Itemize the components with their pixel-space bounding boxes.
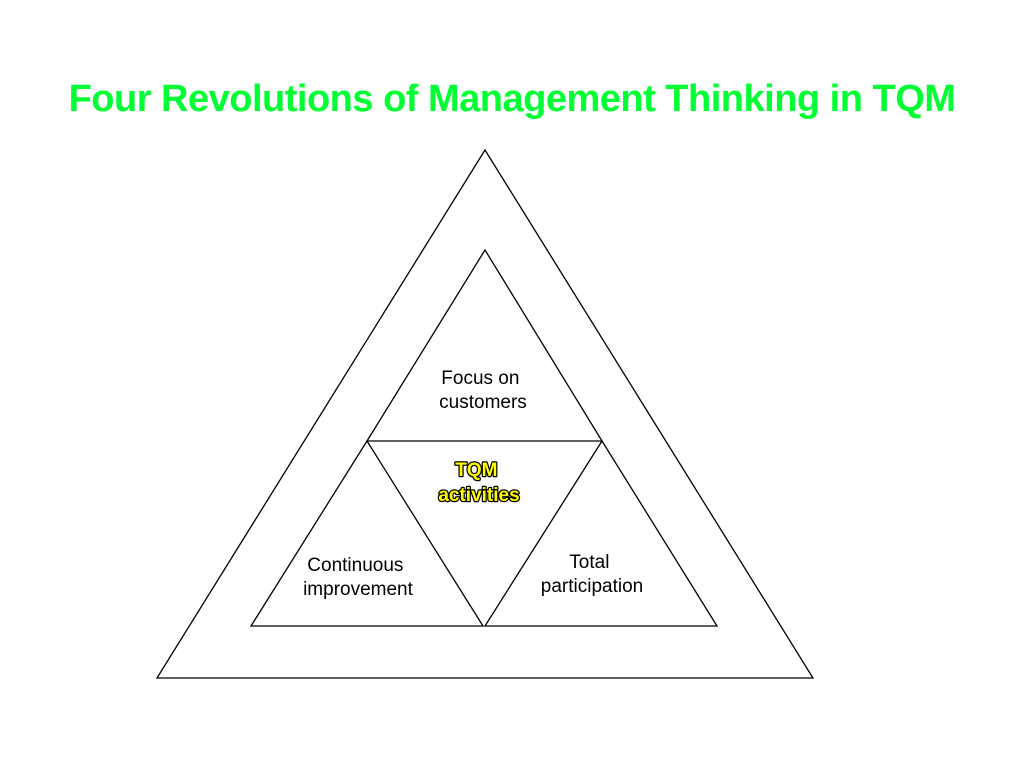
center-label: TQM activities	[438, 460, 519, 506]
left-triangle	[249, 439, 485, 627]
top-label: Focus on customers	[439, 368, 527, 413]
right-label: Total participation	[541, 552, 643, 597]
top-label-line1: Focus on	[441, 368, 519, 389]
right-triangle	[483, 439, 719, 627]
top-triangle	[365, 248, 604, 442]
outer-triangle	[155, 148, 815, 679]
right-label-line2: participation	[541, 576, 643, 597]
center-label-line2: activities	[438, 485, 519, 506]
slide-title: Four Revolutions of Management Thinking …	[68, 78, 956, 120]
center-label-line1: TQM	[455, 460, 497, 481]
left-label-line1: Continuous	[307, 555, 403, 576]
top-label-line2: customers	[439, 392, 527, 413]
left-label: Continuous improvement	[303, 555, 414, 600]
right-label-line1: Total	[569, 552, 609, 573]
left-label-line2: improvement	[303, 579, 414, 600]
